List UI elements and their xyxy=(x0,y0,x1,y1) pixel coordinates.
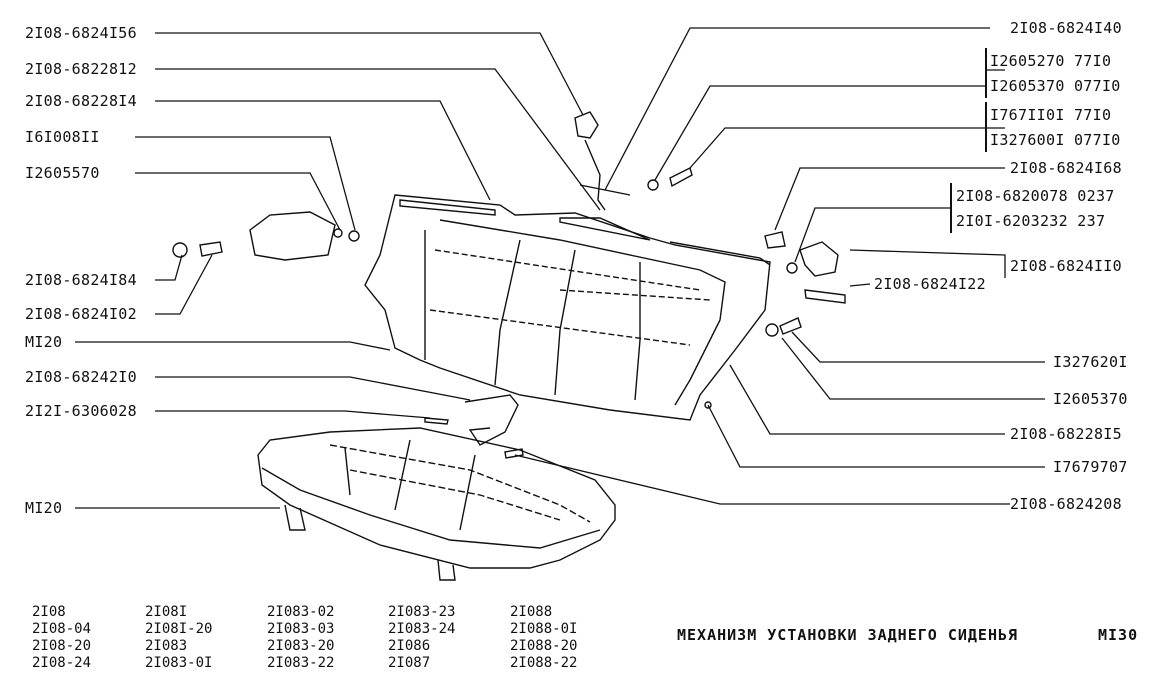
part-label: MI20 xyxy=(25,499,63,517)
model-code: 2I08-24 xyxy=(32,655,92,671)
part-label: I767II0I 77I0 xyxy=(990,106,1112,124)
part-label: 2I08-68228I4 xyxy=(25,92,137,110)
model-code: 2I088 xyxy=(510,604,553,620)
model-code: 2I08-04 xyxy=(32,621,92,637)
model-column: 2I08I 2I08I-20 2I083 2I083-0I xyxy=(145,604,212,672)
hardware-parts xyxy=(172,111,846,459)
group-bracket xyxy=(985,48,987,98)
part-label: 2I2I-6306028 xyxy=(25,402,137,420)
part-label: I2605270 77I0 xyxy=(990,52,1112,70)
model-code: 2I088-0I xyxy=(510,621,578,637)
part-label: 2I08-68242I0 xyxy=(25,368,137,386)
part-label: 2I08-6824208 xyxy=(1010,495,1122,513)
leader-r3 xyxy=(689,127,985,169)
part-label: I327620I xyxy=(1053,353,1128,371)
leader-l3 xyxy=(155,100,491,201)
leader-r5 xyxy=(794,207,950,263)
model-column: 2I083-02 2I083-03 2I083-20 2I083-22 xyxy=(267,604,334,672)
group-bracket xyxy=(985,102,987,152)
leader-l10 xyxy=(155,410,431,419)
model-column: 2I083-23 2I083-24 2I086 2I087 xyxy=(388,604,455,672)
part-label: MI20 xyxy=(25,333,63,351)
leader-r9 xyxy=(781,337,1045,400)
model-code: 2I083-24 xyxy=(388,621,456,637)
model-code: 2I083-23 xyxy=(388,604,456,620)
part-label: I2605370 077I0 xyxy=(990,77,1121,95)
seat-cushion xyxy=(257,427,616,581)
seat-back xyxy=(364,194,771,421)
model-column: 2I08 2I08-04 2I08-20 2I08-24 xyxy=(32,604,91,672)
part-label: 2I08-6824I84 xyxy=(25,271,137,289)
leader-r7 xyxy=(849,283,871,287)
part-label: 2I08-6824I02 xyxy=(25,305,137,323)
leader-l4 xyxy=(135,136,356,231)
leader-r12 xyxy=(514,454,1010,505)
leader-l6 xyxy=(155,254,183,281)
leader-l1 xyxy=(155,32,584,116)
leader-l8 xyxy=(75,341,391,351)
model-code: 2I086 xyxy=(388,638,431,654)
model-code: 2I08I xyxy=(145,604,188,620)
part-label: I2605370 xyxy=(1053,390,1128,408)
part-label: 2I08-6822812 xyxy=(25,60,137,78)
leader-r6 xyxy=(849,249,1006,278)
part-label: I327600I 077I0 xyxy=(990,131,1121,149)
part-label: 2I08-6820078 0237 xyxy=(956,187,1115,205)
part-label: 2I0I-6203232 237 xyxy=(956,212,1106,230)
leader-r1 xyxy=(604,27,990,191)
leader-l9 xyxy=(155,376,471,401)
model-code: 2I08 xyxy=(32,604,66,620)
part-label: I2605570 xyxy=(25,164,100,182)
part-label: I7679707 xyxy=(1053,458,1128,476)
model-code: 2I083 xyxy=(145,638,188,654)
part-label: 2I08-6824I56 xyxy=(25,24,137,42)
leader-l5 xyxy=(135,172,341,231)
diagram-title: МЕХАНИЗМ УСТАНОВКИ ЗАДНЕГО СИДЕНЬЯ xyxy=(677,626,1019,644)
leader-l2 xyxy=(155,68,601,211)
part-label: 2I08-6824I68 xyxy=(1010,159,1122,177)
group-bracket xyxy=(950,183,952,233)
model-code: 2I08-20 xyxy=(32,638,92,654)
leader-l7 xyxy=(155,254,213,315)
model-code: 2I083-20 xyxy=(267,638,335,654)
part-label: 2I08-68228I5 xyxy=(1010,425,1122,443)
page-code: MI30 xyxy=(1098,626,1139,644)
model-column: 2I088 2I088-0I 2I088-20 2I088-22 xyxy=(510,604,577,672)
leader-r4 xyxy=(774,167,1005,231)
leader-r2 xyxy=(654,85,985,181)
leader-r8 xyxy=(791,331,1045,363)
model-code: 2I088-20 xyxy=(510,638,578,654)
part-label: 2I08-6824II0 xyxy=(1010,257,1122,275)
model-code: 2I083-03 xyxy=(267,621,335,637)
part-label: 2I08-6824I22 xyxy=(874,275,986,293)
leader-r11 xyxy=(707,404,1045,468)
model-code: 2I08I-20 xyxy=(145,621,213,637)
part-label: I6I008II xyxy=(25,128,100,146)
model-code: 2I088-22 xyxy=(510,655,578,671)
model-code: 2I087 xyxy=(388,655,431,671)
leader-r10 xyxy=(729,364,1005,435)
model-code: 2I083-22 xyxy=(267,655,335,671)
model-code: 2I083-02 xyxy=(267,604,335,620)
model-code: 2I083-0I xyxy=(145,655,213,671)
part-label: 2I08-6824I40 xyxy=(1010,19,1122,37)
